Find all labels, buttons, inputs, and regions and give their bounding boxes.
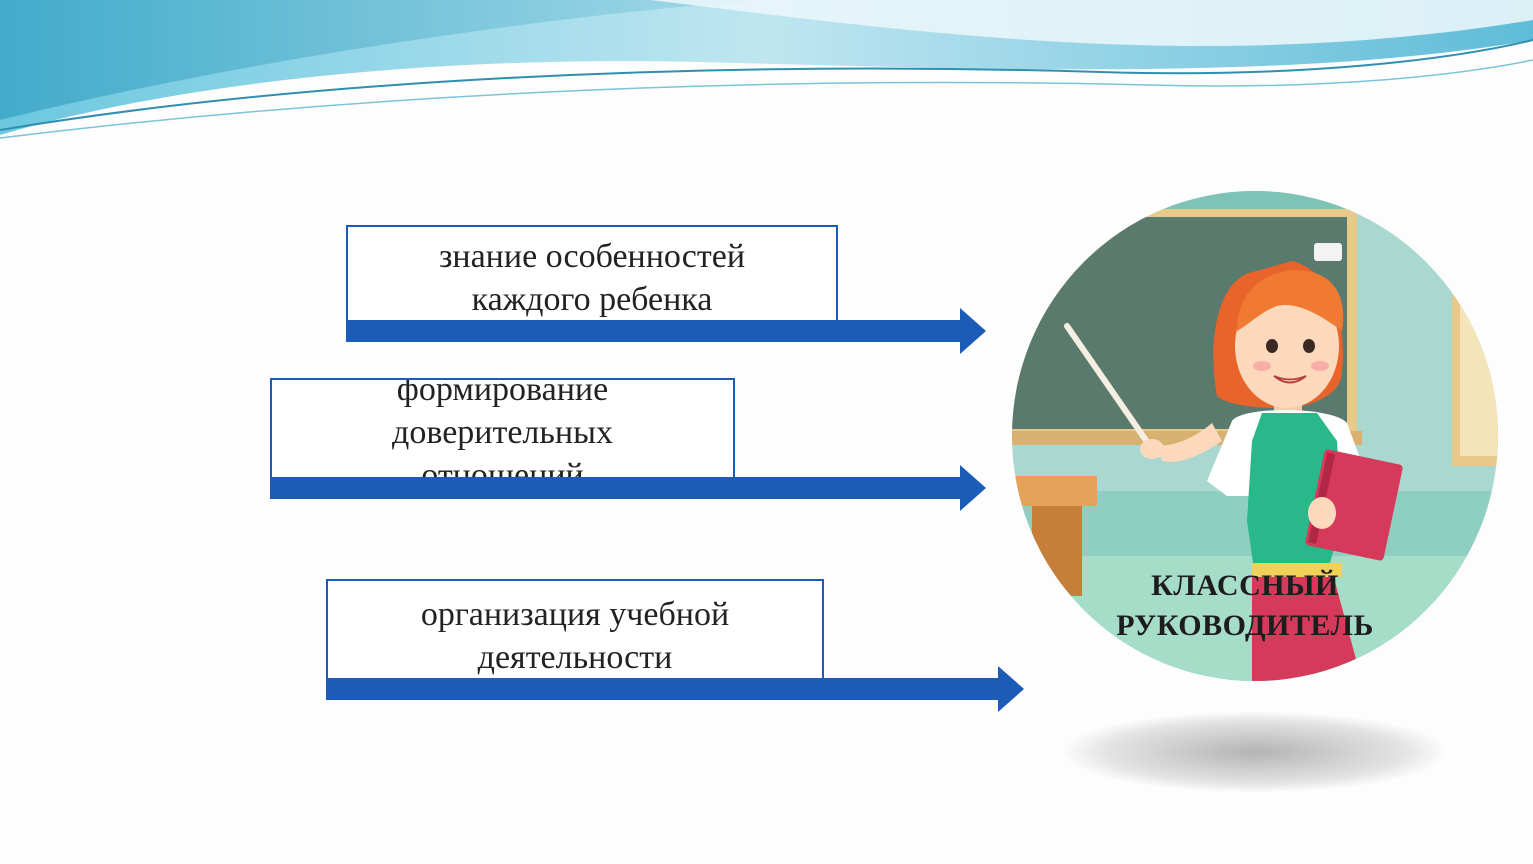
teacher-illustration bbox=[1012, 191, 1498, 681]
item-label-3: организация учебной деятельности bbox=[420, 596, 730, 676]
arrow-3 bbox=[326, 666, 1024, 712]
arrow-1 bbox=[346, 308, 986, 354]
top-wave-decoration bbox=[0, 0, 1533, 139]
teacher-icon bbox=[1012, 191, 1498, 681]
target-label: КЛАССНЫЙ РУКОВОДИТЕЛЬ bbox=[1100, 566, 1390, 646]
arrow-2 bbox=[270, 465, 986, 511]
circle-shadow bbox=[1065, 712, 1445, 792]
item-box-2: формирование доверительных отношений bbox=[270, 378, 735, 480]
item-label-2: формирование доверительных отношений bbox=[392, 378, 613, 480]
item-box-1: знание особенностей каждого ребенка bbox=[346, 225, 838, 325]
item-label-1: знание особенностей каждого ребенка bbox=[438, 238, 746, 318]
target-label-line2: РУКОВОДИТЕЛЬ bbox=[1116, 609, 1374, 642]
target-label-line1: КЛАССНЫЙ bbox=[1151, 569, 1339, 602]
